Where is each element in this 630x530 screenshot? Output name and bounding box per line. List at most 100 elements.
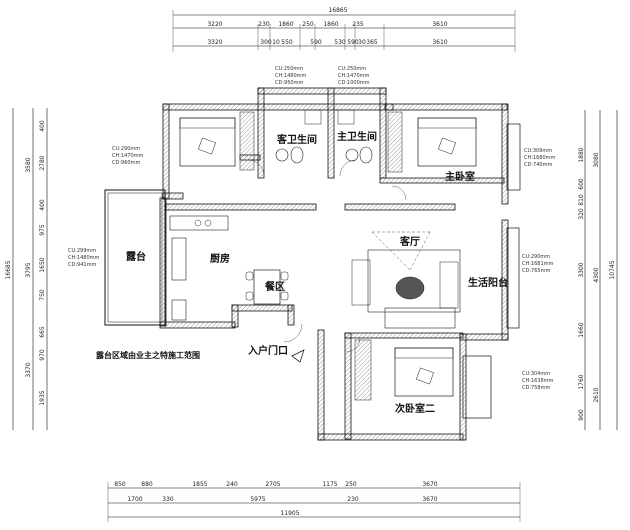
right-val-2: 4300 (593, 267, 600, 282)
right-val-3: 2610 (593, 387, 600, 402)
right-mid-window-specs: CU:290mm CH:1681mm CD:765mm (522, 254, 554, 274)
right-val-1: 3080 (593, 152, 600, 167)
bot2-dim-2: 330 (162, 496, 174, 503)
bot-dim-1: 850 (114, 481, 126, 488)
right-in-5: 3300 (578, 262, 585, 277)
right-in-7: 1760 (578, 374, 585, 389)
top-total-dim: 16865 (328, 7, 347, 14)
right-outer-dim: 10745 (609, 260, 616, 279)
right-in-2: 600 (578, 178, 585, 190)
bot-dim-4: 240 (226, 481, 238, 488)
top-dim-6: 235 (352, 21, 364, 28)
top2-dim-1: 3320 (207, 39, 222, 46)
bottom-dimension-lines (107, 482, 521, 522)
right-in-4: 320 (578, 208, 585, 220)
master-bath-spec-2: CH:1470mm (338, 73, 370, 79)
left-in-7: 665 (39, 326, 46, 338)
master-bath-specs: CU:250mm CH:1470mm CD:1000mm (338, 66, 370, 86)
right-in-8: 900 (578, 409, 585, 421)
top2-dim-7: 590 (347, 39, 359, 46)
bot2-dim-4: 230 (347, 496, 359, 503)
left-dimension-lines (12, 108, 48, 430)
label-master-bedroom: 主卧室 (445, 170, 475, 183)
master-bath-spec-3: CD:1000mm (338, 80, 370, 86)
bot-dim-2: 880 (141, 481, 153, 488)
top2-dim-3: 10 (272, 39, 280, 46)
left-in-1: 400 (39, 120, 46, 132)
right-mid-spec-1: CU:290mm (522, 254, 550, 260)
top-dimension-lines (172, 10, 516, 52)
second-bed (394, 347, 454, 397)
left-window-spec-1: CU:290mm (112, 146, 140, 152)
master-bath-spec-1: CU:250mm (338, 66, 366, 72)
bot2-dim-1: 1700 (127, 496, 142, 503)
bot-dim-3: 1855 (192, 481, 207, 488)
right-bottom-window-specs: CU:304mm CH:1638mm CD:758mm (522, 371, 554, 391)
right-in-6: 1660 (578, 322, 585, 337)
bottom-row2-dims: 1700 330 5975 230 3670 (127, 496, 437, 503)
top-row2-dims: 3320 300 10 550 590 530 590 30 365 3610 (207, 39, 447, 46)
label-dining: 餐区 (264, 280, 285, 293)
terrace-window-specs: CU:299mm CH:1480mm CD:941mm (68, 248, 100, 268)
dining-table (245, 269, 289, 305)
top2-dim-5: 590 (310, 39, 322, 46)
top-row1-dims: 3220 230 1860 250 1860 235 3610 (207, 21, 447, 28)
top-dim-3: 1860 (278, 21, 293, 28)
top-dim-1: 3220 (207, 21, 222, 28)
left-window-spec-3: CD:960mm (112, 160, 140, 166)
guest-bath-specs: CU:250mm CH:1480mm CD:950mm (275, 66, 307, 86)
right-in-1: 1880 (578, 147, 585, 162)
right-top-spec-3: CD:740mm (524, 162, 552, 168)
right-bot-spec-2: CH:1638mm (522, 378, 554, 384)
guest-bath-spec-3: CD:950mm (275, 80, 303, 86)
bot2-dim-5: 3670 (422, 496, 437, 503)
bot-dim-8: 3670 (422, 481, 437, 488)
right-top-window-specs: CU:309mm CH:1680mm CD:740mm (524, 148, 556, 168)
living-furniture (351, 249, 461, 329)
left-in-9: 1935 (39, 390, 46, 405)
left-window-specs: CU:290mm CH:1470mm CD:960mm (112, 146, 144, 166)
left-inner-dims: 400 2780 400 975 1650 750 665 970 1935 (39, 120, 46, 406)
wardrobes (239, 111, 403, 401)
left-in-4: 975 (39, 224, 46, 236)
bath-fixtures (275, 109, 373, 164)
label-terrace: 露台 (126, 250, 146, 263)
left-val-2: 3795 (25, 262, 32, 277)
bot-dim-6: 1175 (322, 481, 337, 488)
right-mid-spec-2: CH:1681mm (522, 261, 554, 267)
entrance-arrow-icon (291, 349, 305, 363)
bay-windows (462, 123, 521, 419)
top-dim-4: 250 (302, 21, 314, 28)
left-outer-dim: 16685 (5, 260, 12, 279)
right-dimension-lines (584, 110, 618, 430)
left-in-2: 2780 (39, 155, 46, 170)
living-dashed-lines (371, 231, 431, 271)
walls (104, 87, 509, 441)
bot-dim-5: 2705 (265, 481, 280, 488)
top-dim-7: 3610 (432, 21, 447, 28)
top2-dim-9: 365 (366, 39, 378, 46)
left-in-8: 970 (39, 349, 46, 361)
left-in-3: 400 (39, 199, 46, 211)
label-guest-bath: 客卫生间 (276, 133, 317, 146)
guest-bath-spec-2: CH:1480mm (275, 73, 307, 79)
left-val-3: 3370 (25, 362, 32, 377)
guest-bath-spec-1: CU:250mm (275, 66, 303, 72)
master-left-bed (179, 117, 236, 167)
top2-dim-8: 30 (358, 39, 366, 46)
top-dim-5: 1860 (323, 21, 338, 28)
bottom-row1-dims: 850 880 1855 240 2705 1175 250 3670 (114, 481, 438, 488)
terrace-window-spec-3: CD:941mm (68, 262, 96, 268)
left-in-5: 1650 (39, 257, 46, 272)
label-master-bath: 主卫生间 (337, 130, 377, 143)
right-bot-spec-1: CU:304mm (522, 371, 550, 377)
right-in-3: 810 (578, 194, 585, 206)
right-inner-dims: 1880 600 810 320 3300 1660 1760 900 (578, 147, 585, 421)
label-kitchen: 厨房 (210, 252, 230, 265)
bottom-total-dim: 11905 (280, 510, 299, 517)
top-dim-2: 230 (258, 21, 270, 28)
label-living: 客厅 (399, 235, 420, 248)
label-balcony: 生活阳台 (468, 276, 508, 289)
right-mid-spec-3: CD:765mm (522, 268, 550, 274)
